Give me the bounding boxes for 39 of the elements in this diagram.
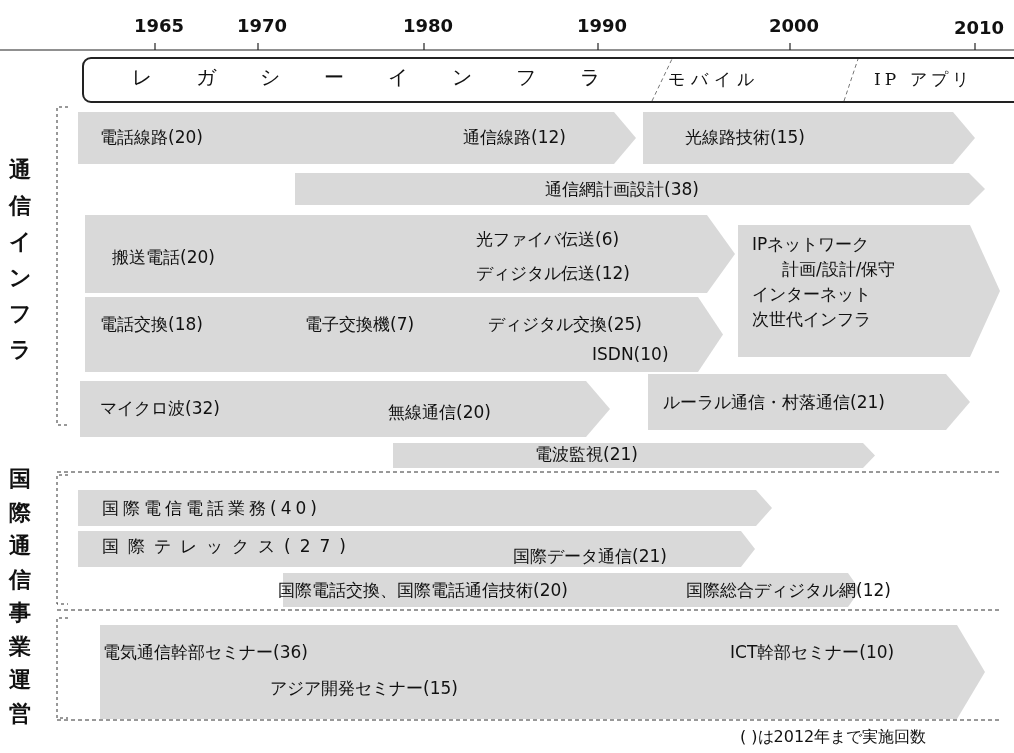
band-label: 国際データ通信(21) bbox=[513, 545, 667, 567]
band-label: 通信網計画設計(38) bbox=[545, 178, 699, 200]
band-label: IPネットワーク bbox=[752, 233, 870, 255]
band-label: 国際テレックス(27) bbox=[102, 535, 355, 557]
band-label: 次世代インフラ bbox=[752, 308, 871, 330]
band-label: 電子交換機(7) bbox=[305, 313, 415, 335]
band-label: ICT幹部セミナー(10) bbox=[730, 641, 895, 663]
band-label: ISDN(10) bbox=[592, 343, 669, 365]
band-label: インターネット bbox=[752, 283, 871, 305]
band-label: 計画/設計/保守 bbox=[782, 258, 896, 280]
band-label: ディジタル交換(25) bbox=[488, 313, 642, 335]
band-label: 通信線路(12) bbox=[463, 126, 566, 148]
band-label: 国際電信電話業務(40) bbox=[102, 497, 321, 519]
band-label: 搬送電話(20) bbox=[112, 246, 215, 268]
band-label: ディジタル伝送(12) bbox=[476, 262, 630, 284]
band-label: 電気通信幹部セミナー(36) bbox=[103, 641, 308, 663]
band-label: 光線路技術(15) bbox=[685, 126, 805, 148]
year-label: 1965 bbox=[134, 15, 185, 36]
era-label: モバイル bbox=[668, 68, 760, 90]
band-label: マイクロ波(32) bbox=[100, 397, 220, 419]
band-label: 光ファイバ伝送(6) bbox=[476, 228, 620, 250]
band-label: 電話交換(18) bbox=[100, 313, 203, 335]
band-label: 国際総合ディジタル網(12) bbox=[686, 579, 891, 601]
band-label: 国際電話交換、国際電話通信技術(20) bbox=[278, 579, 568, 601]
footnote: ( )は2012年まで実施回数 bbox=[740, 727, 927, 748]
era-label: IP アプリ bbox=[874, 68, 973, 90]
year-label: 1990 bbox=[577, 15, 628, 36]
era-label: レガシーインフラ bbox=[132, 66, 644, 88]
band-label: 無線通信(20) bbox=[388, 401, 491, 423]
band-label: 電話線路(20) bbox=[100, 126, 203, 148]
year-label: 1980 bbox=[403, 15, 454, 36]
band-label: ルーラル通信・村落通信(21) bbox=[663, 391, 885, 413]
band-label: 電波監視(21) bbox=[535, 443, 638, 465]
band-label: アジア開発セミナー(15) bbox=[270, 677, 458, 699]
section-label: 国際通信事業運営 bbox=[9, 465, 32, 728]
year-label: 1970 bbox=[237, 15, 288, 36]
section-label: 通信インフラ bbox=[9, 156, 33, 364]
year-label: 2010 bbox=[954, 17, 1005, 38]
year-label: 2000 bbox=[769, 15, 820, 36]
